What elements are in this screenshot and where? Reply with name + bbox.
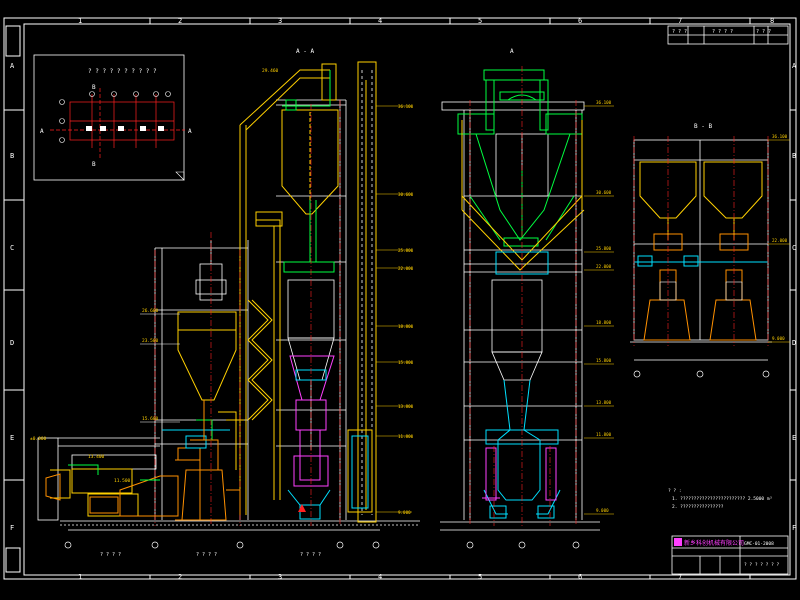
elevation-label: 9.000: [772, 336, 785, 341]
elevation-label: 22.000: [398, 266, 414, 271]
elevation-label: 11.800: [596, 432, 612, 437]
row-mark: C: [10, 244, 14, 252]
notes-line: 1. ???????????????????????? 2.5000 m³: [672, 496, 773, 502]
elevation-label: 25.800: [596, 246, 612, 251]
elevation-label: 30.600: [398, 192, 414, 197]
elevation-label: 11.500: [114, 478, 131, 484]
section-mark-a-right: A: [188, 128, 192, 135]
axis-bubbles: [64, 359, 770, 549]
section-a-view: [440, 66, 614, 526]
title-block: [671, 535, 789, 575]
col-mark: 5: [478, 17, 482, 25]
elevation-label: ±0.000: [30, 436, 47, 442]
elevation-label: 22.000: [596, 264, 612, 269]
col-mark: 7: [678, 17, 682, 25]
row-mark: F: [10, 524, 14, 532]
row-mark: B: [792, 152, 796, 160]
col-mark: 4: [378, 17, 382, 25]
elevation-label: 18.800: [398, 324, 414, 329]
row-mark: D: [10, 339, 14, 347]
bottom-dimension: ? ? ? ?: [196, 552, 217, 558]
revision-header-cell: ? ? ?: [672, 29, 687, 35]
elevation-label: 9.000: [398, 510, 411, 515]
key-plan: [33, 54, 185, 181]
row-mark: E: [10, 434, 14, 442]
notes-line: 2. ????????????????: [672, 504, 724, 510]
elevation-label: 13.800: [398, 404, 414, 409]
elevation-label: 22.000: [772, 238, 788, 243]
row-mark: B: [10, 152, 14, 160]
company-name: 新乡科创机械有限公司: [684, 539, 744, 547]
elevation-label: 9.000: [596, 508, 609, 513]
elevation-label: 36.100: [772, 134, 788, 139]
elevation-label: 13.800: [596, 400, 612, 405]
row-mark: F: [792, 524, 796, 532]
col-mark: 3: [278, 573, 282, 581]
row-mark: E: [792, 434, 796, 442]
col-mark: 1: [78, 573, 82, 581]
section-mark-b-bottom: B: [92, 161, 96, 168]
col-mark: 1: [78, 17, 82, 25]
elevation-label: 18.800: [596, 320, 612, 325]
col-mark: 4: [378, 573, 382, 581]
scale-label: ? ? ? ? ? ? ?: [744, 562, 780, 568]
col-mark: 8: [770, 17, 774, 25]
elevation-label: 36.100: [596, 100, 612, 105]
view-title-section-bb: B - B: [694, 123, 712, 130]
row-mark: A: [10, 62, 15, 70]
col-mark: 2: [178, 17, 182, 25]
elevation-label: 23.500: [142, 338, 159, 344]
elevation-label: 15.600: [142, 416, 159, 422]
drawing-number: GMC-01-2008: [744, 541, 774, 547]
elevation-label: 30.600: [596, 190, 612, 195]
drawing-frame: [3, 17, 797, 580]
elevation-label: 26.600: [142, 308, 159, 314]
elevation-label: 15.800: [398, 360, 414, 365]
elevation-label: 36.100: [398, 104, 414, 109]
view-title-section-a: A: [510, 48, 514, 55]
section-bb-view: [630, 136, 790, 346]
bottom-dimension: ? ? ? ?: [100, 552, 121, 558]
row-mark: C: [792, 244, 796, 252]
section-mark-b-top: B: [92, 84, 96, 91]
col-mark: 5: [478, 573, 482, 581]
elevation-label: 25.800: [398, 248, 414, 253]
view-title-section-aa: A - A: [296, 48, 314, 55]
bottom-dimension: ? ? ? ?: [300, 552, 321, 558]
col-mark: 3: [278, 17, 282, 25]
revision-block: [667, 25, 789, 45]
elevation-label: 15.800: [596, 358, 612, 363]
row-mark: D: [792, 339, 796, 347]
key-plan-axis-labels: ? ? ? ? ? ? ? ? ? ?: [88, 68, 157, 75]
elevation-label: 29.460: [262, 68, 279, 74]
revision-header-cell: ? ? ? ?: [712, 29, 733, 35]
row-mark: A: [792, 62, 797, 70]
col-mark: 2: [178, 573, 182, 581]
elevation-label: 11.800: [398, 434, 414, 439]
revision-header-cell: ? ? ?: [756, 29, 771, 35]
section-mark-a-left: A: [40, 128, 44, 135]
col-mark: 6: [578, 17, 582, 25]
notes-title: ? ? :: [668, 488, 682, 494]
elevation-label: 13.400: [88, 454, 105, 460]
col-mark: 6: [578, 573, 582, 581]
section-aa-view: [37, 61, 420, 526]
col-mark: 7: [678, 573, 682, 581]
